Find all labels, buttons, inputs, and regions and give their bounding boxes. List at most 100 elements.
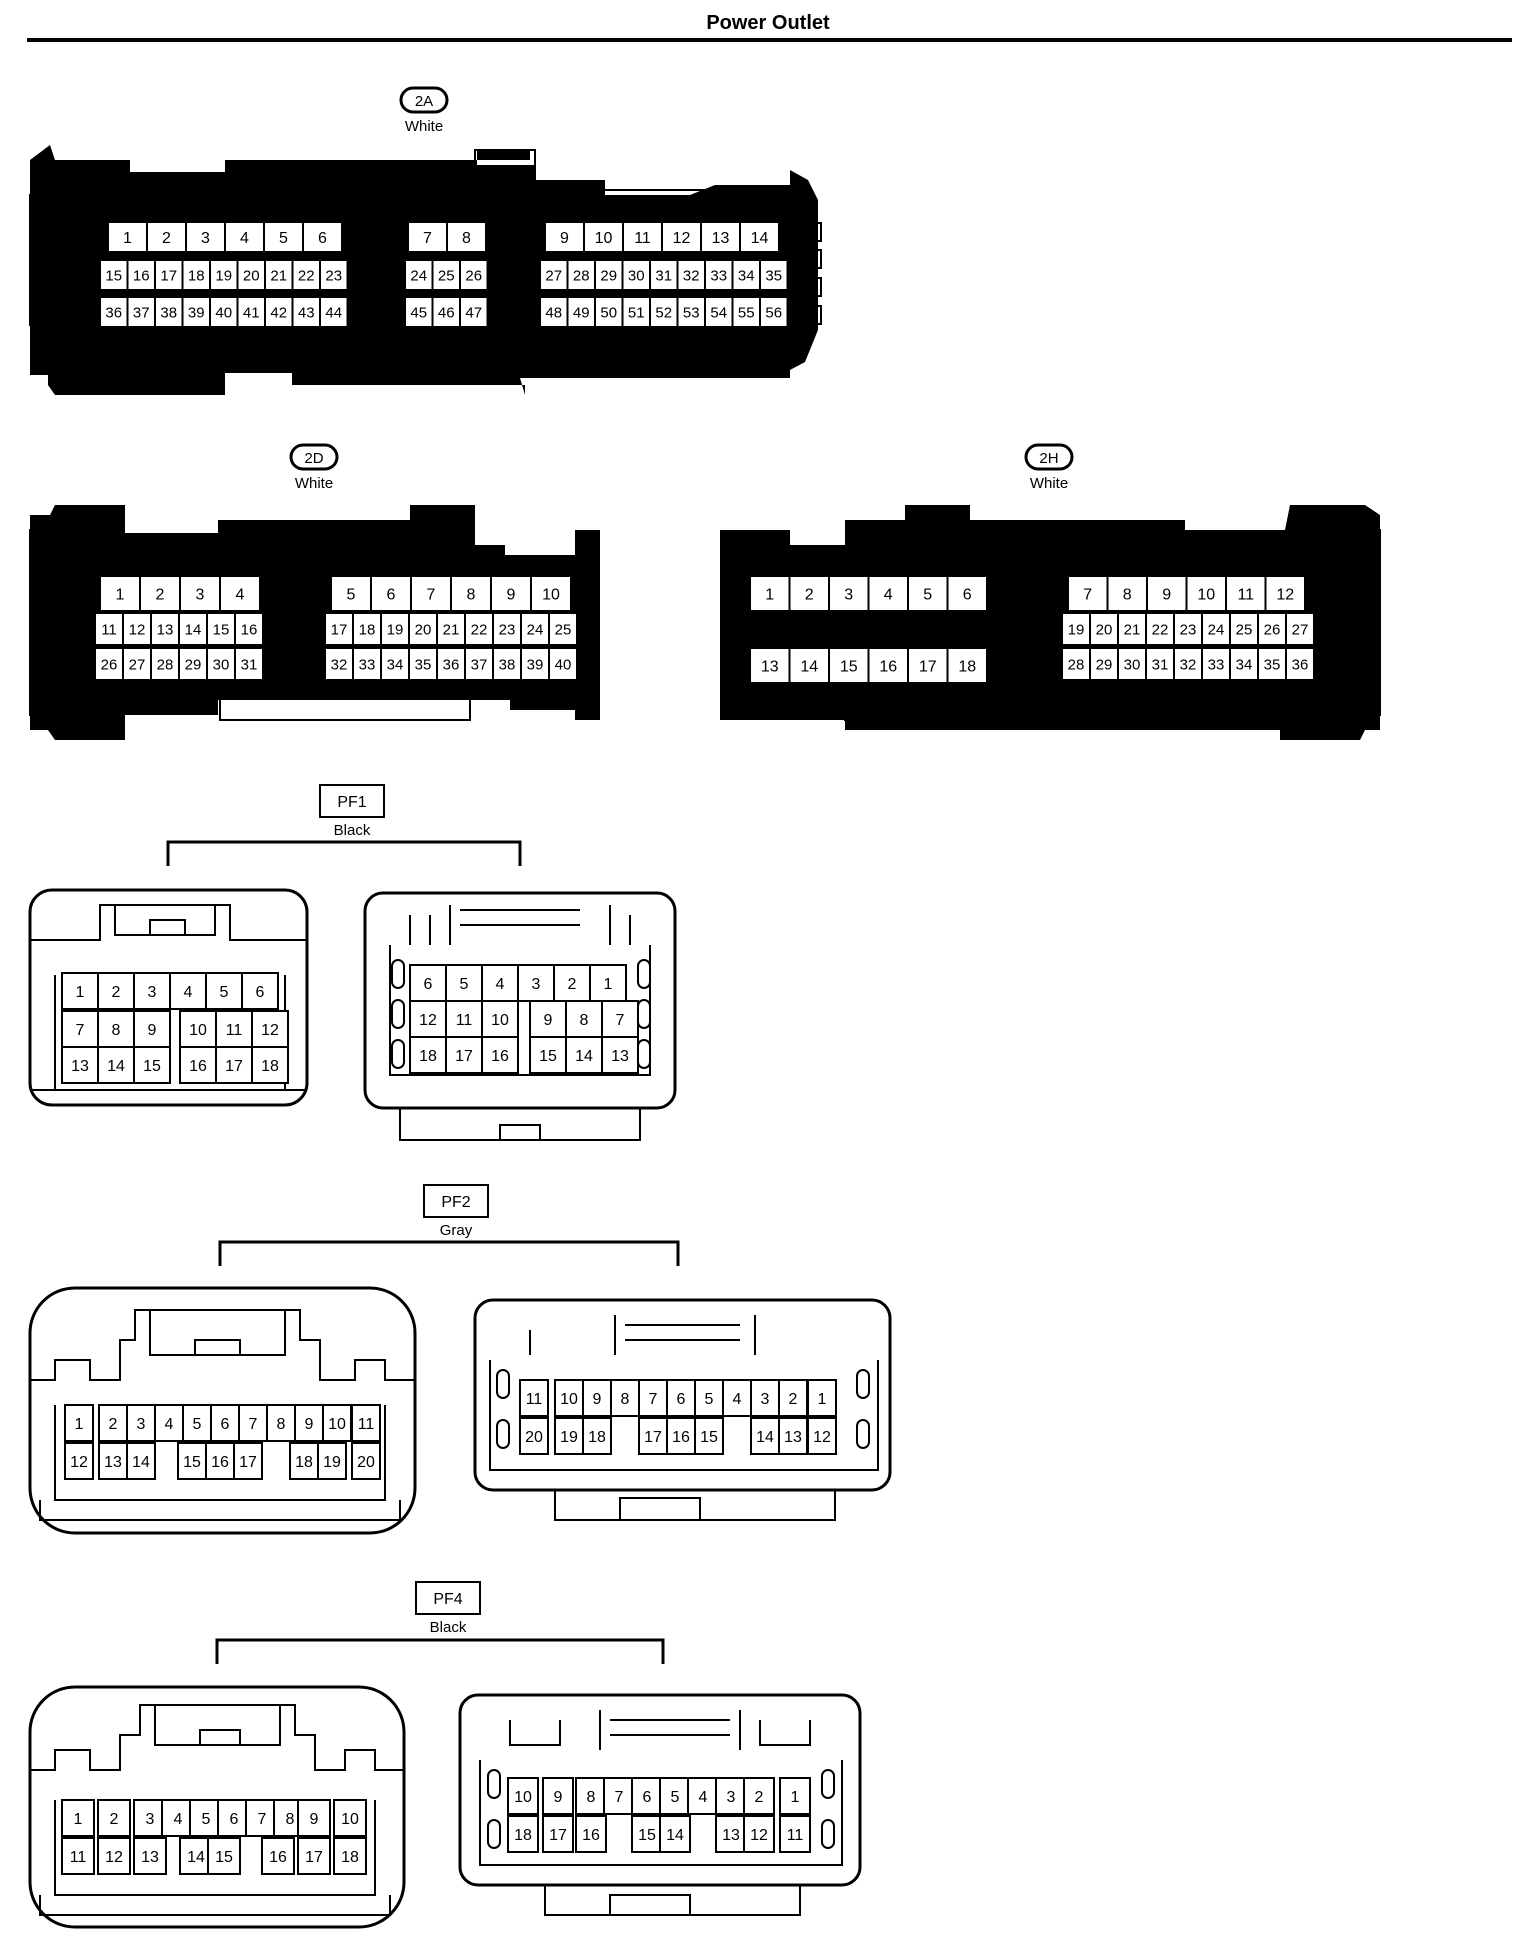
- pin-cavity: [704, 296, 734, 328]
- pin-number: 17: [331, 621, 348, 638]
- pin-cavity: [704, 259, 734, 291]
- pin-cavity: [946, 647, 988, 684]
- connector-color: White: [295, 475, 333, 492]
- pin-number: 2: [805, 586, 814, 603]
- pin-cavity: [507, 1815, 539, 1853]
- slot: [307, 602, 318, 622]
- pin-cavity: [659, 1815, 691, 1853]
- pin-cavity: [133, 1046, 171, 1084]
- pin-cavity: [97, 1799, 131, 1837]
- pin-number: 38: [499, 656, 516, 673]
- pin-number: 7: [423, 230, 432, 247]
- connector-color: White: [405, 118, 443, 135]
- pin-number: 16: [672, 1429, 690, 1446]
- pin-cavity: [907, 575, 949, 612]
- pin-number: 4: [240, 230, 249, 247]
- pin-cavity: [319, 259, 349, 291]
- pin-number: 7: [1083, 586, 1092, 603]
- pin-cavity: [1117, 647, 1147, 681]
- pin-number: 38: [160, 304, 177, 321]
- pin-number: 8: [580, 1012, 589, 1029]
- pin-number: 29: [600, 267, 617, 284]
- slot: [811, 222, 822, 242]
- pin-number: 54: [710, 304, 727, 321]
- pin-cavity: [64, 1404, 94, 1442]
- slot: [307, 574, 318, 594]
- pin-cavity: [179, 1837, 213, 1875]
- pin-number: 10: [560, 1391, 578, 1408]
- pin-number: 5: [671, 1789, 680, 1806]
- pin-cavity: [97, 972, 135, 1010]
- pin-cavity: [209, 296, 239, 328]
- housing-inner: [30, 1704, 404, 1916]
- pin-cavity: [352, 612, 382, 646]
- pin-number: 16: [133, 267, 150, 284]
- pin-number: 11: [456, 1012, 473, 1029]
- pin-number: 16: [189, 1058, 207, 1075]
- pin-cavity: [206, 612, 236, 646]
- pin-number: 36: [443, 656, 460, 673]
- pin-number: 10: [189, 1022, 207, 1039]
- pin-number: 17: [239, 1454, 257, 1471]
- pin-number: 13: [71, 1058, 89, 1075]
- pin-number: 32: [331, 656, 348, 673]
- pin-cavity: [107, 221, 148, 253]
- pin-cavity: [251, 1046, 289, 1084]
- pin-number: 35: [765, 267, 782, 284]
- slot: [999, 602, 1010, 622]
- connector-color: Gray: [440, 1222, 473, 1239]
- pin-number: 7: [616, 1012, 625, 1029]
- pin-number: 11: [526, 1391, 543, 1408]
- pin-number: 9: [560, 230, 569, 247]
- pin-cavity: [133, 972, 171, 1010]
- pin-number: 15: [638, 1827, 656, 1844]
- pin-number: 15: [213, 621, 230, 638]
- pin-number: 3: [844, 586, 853, 603]
- pin-cavity: [759, 259, 789, 291]
- pin-cavity: [1257, 647, 1287, 681]
- pin-number: 13: [104, 1454, 122, 1471]
- pin-number: 49: [573, 304, 590, 321]
- pin-cavity: [530, 575, 572, 612]
- pin-number: 27: [545, 267, 562, 284]
- pin-cavity: [185, 221, 226, 253]
- pin-number: 43: [298, 304, 315, 321]
- face-bracket: [166, 840, 522, 866]
- pin-number: 20: [1096, 621, 1113, 638]
- pin-cavity: [206, 647, 236, 681]
- pin-cavity: [492, 647, 522, 681]
- slot: [1044, 574, 1055, 594]
- pin-number: 31: [655, 267, 672, 284]
- connector-id-badge: [1024, 443, 1074, 471]
- pin-cavity: [64, 1442, 94, 1480]
- pin-number: 12: [673, 230, 691, 247]
- pin-number: 25: [438, 267, 455, 284]
- pin-number: 4: [733, 1391, 742, 1408]
- pin-number: 18: [188, 267, 205, 284]
- pin-cavity: [380, 647, 410, 681]
- pin-cavity: [217, 1799, 251, 1837]
- pin-number: 15: [539, 1048, 557, 1065]
- pin-number: 16: [582, 1827, 600, 1844]
- pin-cavity: [589, 964, 627, 1002]
- pin-cavity: [126, 259, 156, 291]
- page-title: Power Outlet: [706, 12, 830, 34]
- pin-number: 18: [295, 1454, 313, 1471]
- slot: [821, 1769, 835, 1799]
- pin-cavity: [566, 296, 596, 328]
- pin-number: 25: [1236, 621, 1253, 638]
- pin-number: 12: [419, 1012, 437, 1029]
- pin-cavity: [594, 296, 624, 328]
- pin-cavity: [631, 1815, 663, 1853]
- pin-cavity: [436, 612, 466, 646]
- pin-cavity: [807, 1379, 837, 1417]
- pin-number: 6: [677, 1391, 686, 1408]
- slot: [307, 630, 318, 650]
- pin-cavity: [97, 1010, 135, 1048]
- pin-number: 29: [185, 656, 202, 673]
- title-rule: [27, 38, 1512, 42]
- pin-number: 3: [532, 976, 541, 993]
- slot: [487, 1769, 501, 1799]
- pin-cavity: [1061, 612, 1091, 646]
